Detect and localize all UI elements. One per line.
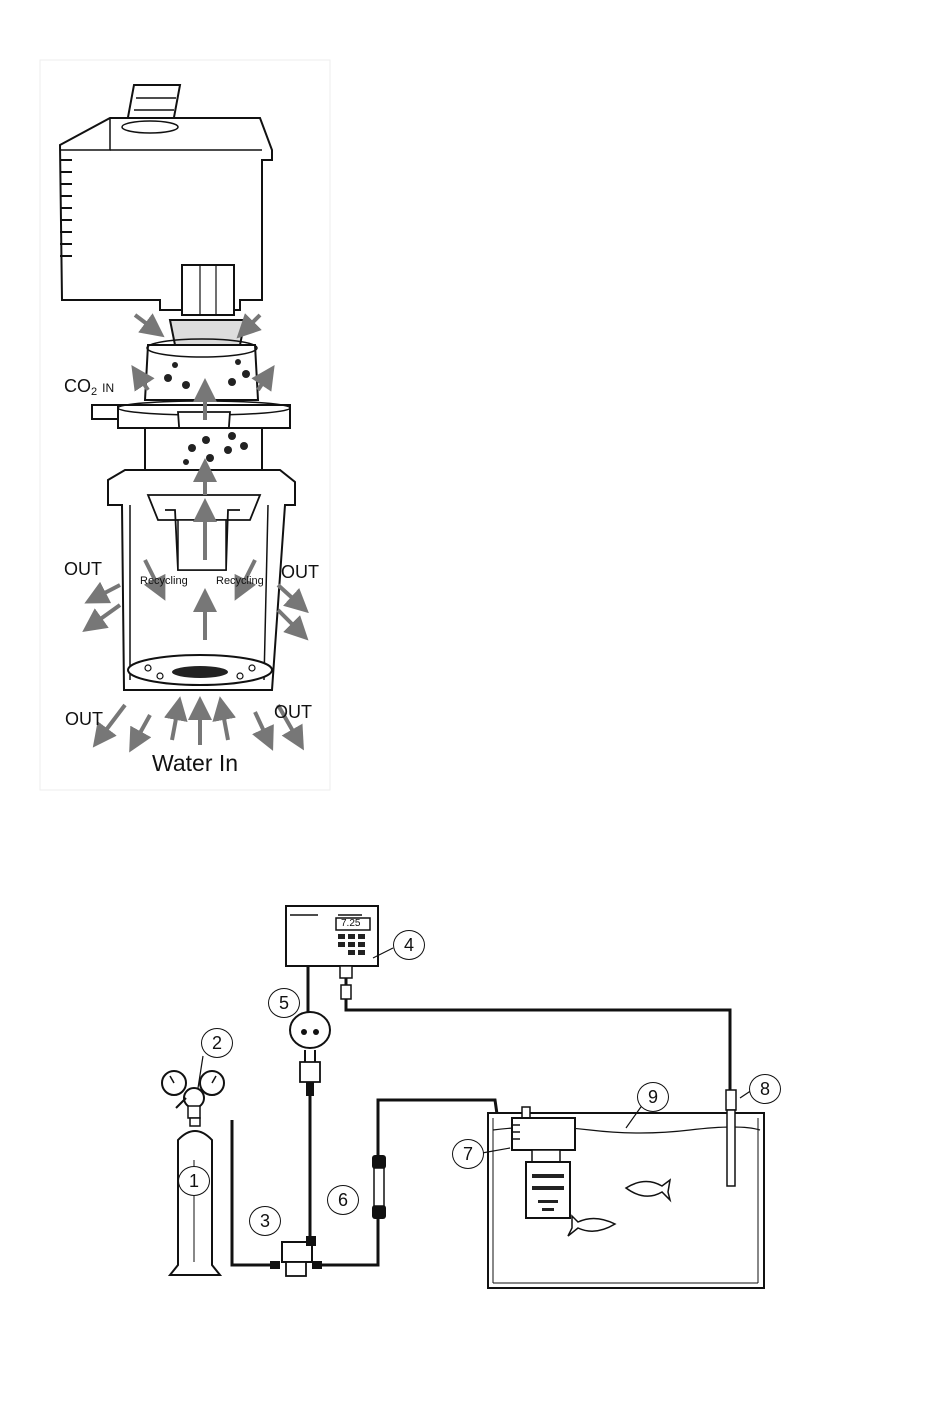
callout-7: 7 (452, 1139, 484, 1169)
pump-housing (60, 118, 272, 310)
callout-4: 4 (393, 930, 425, 960)
co2-in-subscript: 2 (91, 386, 97, 398)
aquarium-tank (488, 1113, 764, 1288)
bubble-counter (372, 1155, 386, 1219)
callout-3: 3 (249, 1206, 281, 1236)
water-in-label: Water In (152, 752, 238, 775)
co2-in-suffix: IN (102, 381, 114, 395)
out-label-right-lower: OUT (274, 703, 312, 721)
out-label-right-upper: OUT (281, 563, 319, 581)
reactor-cylinder (108, 470, 295, 690)
callout-5: 5 (268, 988, 300, 1018)
callout-6: 6 (327, 1185, 359, 1215)
callout-2: 2 (201, 1028, 233, 1058)
ph-controller (286, 906, 378, 966)
co2-regulator (162, 1071, 224, 1118)
upper-chamber (145, 339, 258, 400)
probe-connector (340, 966, 352, 999)
callout-8: 8 (749, 1074, 781, 1104)
power-socket (290, 1012, 330, 1096)
callout-1: 1 (178, 1166, 210, 1196)
reactor-in-tank (512, 1107, 575, 1218)
out-label-left-upper: OUT (64, 560, 102, 578)
leader-lines (198, 948, 752, 1153)
co2-in-label: CO2 IN (64, 377, 114, 398)
cables (232, 966, 730, 1265)
fish (568, 1180, 670, 1236)
co2-cylinder (170, 1118, 220, 1275)
reactor-cutaway-diagram (0, 0, 950, 800)
callout-9: 9 (637, 1082, 669, 1112)
controller-display-readout: 7.25 (341, 919, 360, 929)
solenoid-valve (270, 1236, 322, 1276)
ph-probe (726, 1090, 736, 1186)
out-label-left-lower: OUT (65, 710, 103, 728)
recycling-label-right: Recycling (216, 576, 264, 587)
co2-in-prefix: CO (64, 376, 91, 396)
recycling-label-left: Recycling (140, 576, 188, 587)
